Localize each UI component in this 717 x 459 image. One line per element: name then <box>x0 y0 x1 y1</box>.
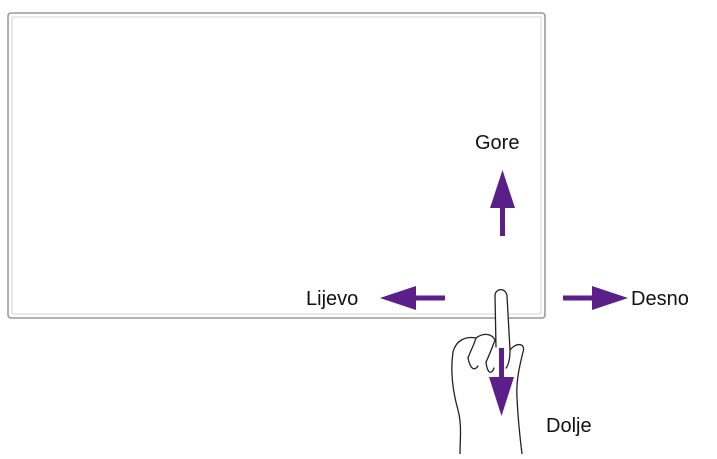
arrow-right-icon <box>563 286 628 310</box>
display-panel <box>7 12 546 319</box>
label-down: Dolje <box>546 415 592 437</box>
pointing-hand-icon <box>451 288 525 455</box>
arrow-down-icon <box>489 348 514 416</box>
arrow-up-icon <box>490 170 515 236</box>
label-up: Gore <box>475 132 520 154</box>
arrow-left-icon <box>380 286 445 310</box>
label-right: Desno <box>631 288 689 310</box>
label-left: Lijevo <box>306 288 359 310</box>
